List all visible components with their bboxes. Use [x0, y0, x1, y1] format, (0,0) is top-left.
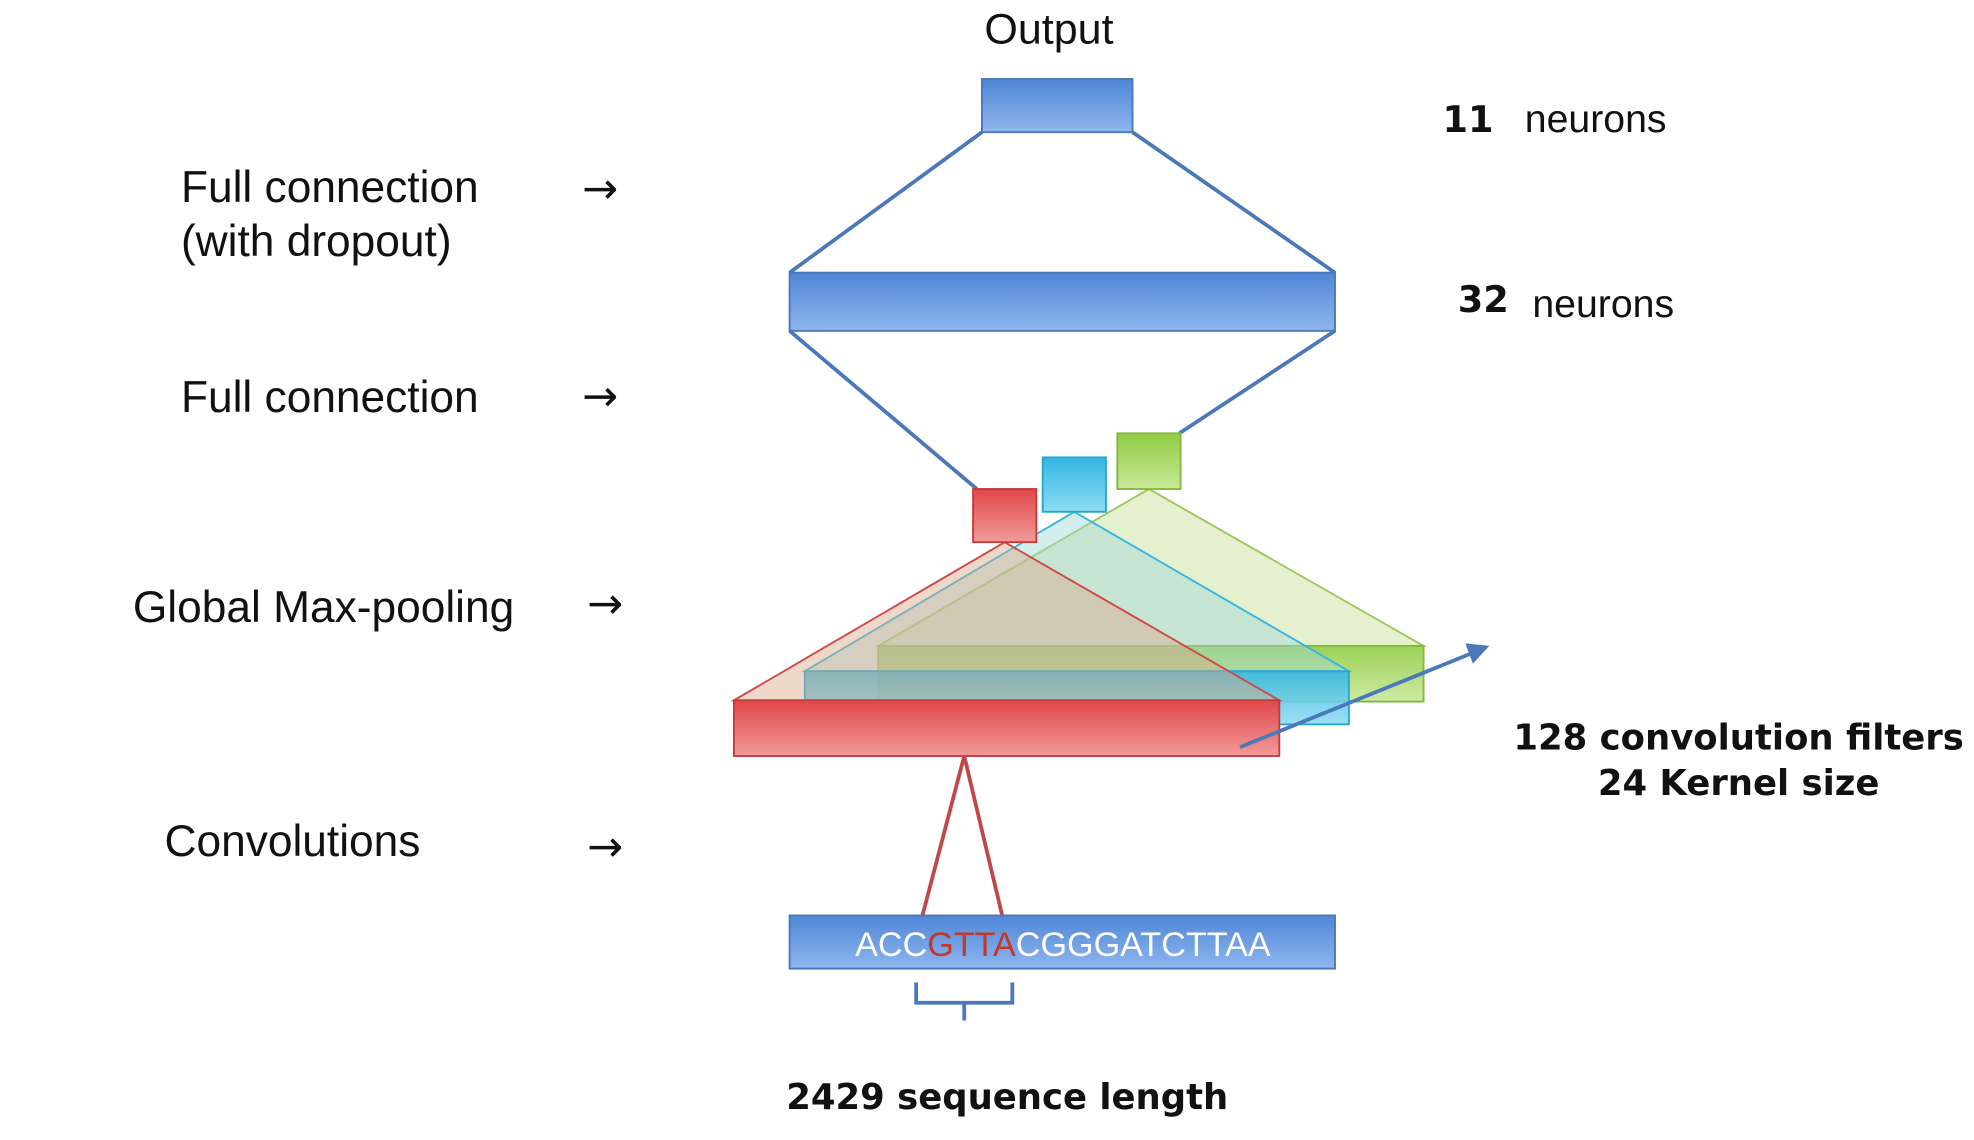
arrow-full-connection-dropout: → — [582, 164, 618, 214]
hidden-layer-box — [788, 271, 1336, 332]
arrow-global-max-pooling: → — [587, 579, 623, 629]
output-to-hidden-left-line — [788, 130, 984, 275]
filters-depth-arrow-head — [1465, 643, 1490, 664]
green-pool-box — [1116, 432, 1182, 490]
arrow-full-connection: → — [582, 372, 618, 422]
kernel-right-line — [962, 755, 1005, 916]
hidden-to-pool-right-line — [1178, 329, 1337, 435]
hidden-neuron-count: 32 — [1458, 278, 1509, 321]
conv-filters-label: 128 convolution filters — [1513, 718, 1963, 759]
sequence-prefix: ACC — [855, 926, 927, 964]
label-full-connection-dropout-2: (with dropout) — [181, 217, 452, 266]
sequence-text: ACCGTTACGGGATCTTAA — [855, 926, 1271, 964]
sequence-box — [788, 914, 1336, 970]
filters-depth-arrow-line — [1239, 650, 1475, 749]
arrow-convolutions: → — [587, 822, 623, 872]
sequence-suffix: CGGGATCTTAA — [1016, 926, 1271, 964]
kernel-left-line — [920, 755, 967, 916]
output-title: Output — [984, 6, 1113, 54]
label-global-max-pooling: Global Max-pooling — [133, 583, 514, 632]
red-conv-bar — [732, 699, 1281, 757]
hidden-to-pool-left-line — [788, 329, 979, 491]
output-neuron-count: 11 — [1443, 98, 1494, 141]
cyan-pool-box — [1041, 456, 1107, 513]
red-pool-box — [972, 488, 1038, 544]
sequence-highlight: GTTA — [927, 926, 1016, 964]
label-full-connection-dropout-1: Full connection — [181, 163, 479, 212]
output-neuron-unit: neurons — [1525, 97, 1667, 141]
output-to-hidden-right-line — [1131, 130, 1337, 275]
kernel-brace — [914, 982, 1015, 1021]
label-full-connection: Full connection — [181, 373, 479, 422]
hidden-neuron-unit: neurons — [1532, 282, 1674, 326]
label-convolutions: Convolutions — [165, 817, 421, 866]
output-layer-box — [980, 78, 1134, 134]
sequence-length-label: 2429 sequence length — [786, 1077, 1228, 1118]
kernel-size-label: 24 Kernel size — [1598, 763, 1880, 804]
